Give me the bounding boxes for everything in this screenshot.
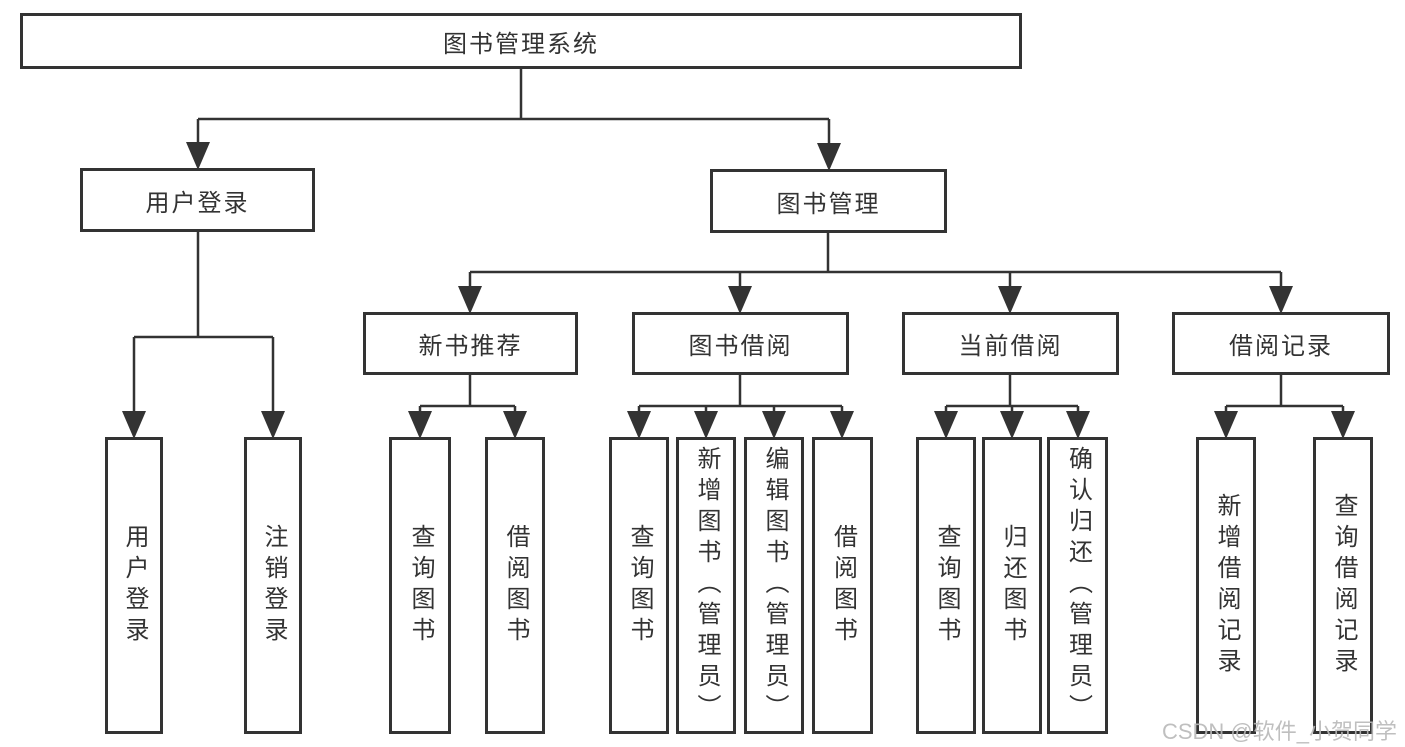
leaf-current-query-books: 查询图书 (916, 437, 976, 734)
node-library-management-system: 图书管理系统 (20, 13, 1022, 69)
leaf-records-add-record: 新增借阅记录 (1196, 437, 1256, 734)
leaf-user-login: 用户登录 (105, 437, 163, 734)
leaf-borrowing-add-books-admin: 新增图书（管理员） (676, 437, 736, 734)
leaf-newbook-query-books: 查询图书 (389, 437, 451, 734)
node-book-borrowing: 图书借阅 (632, 312, 849, 375)
leaf-current-return-books: 归还图书 (982, 437, 1042, 734)
leaf-records-query-record: 查询借阅记录 (1313, 437, 1373, 734)
leaf-borrowing-edit-books-admin: 编辑图书（管理员） (744, 437, 804, 734)
leaf-logout: 注销登录 (244, 437, 302, 734)
leaf-newbook-borrow-books: 借阅图书 (485, 437, 545, 734)
leaf-borrowing-query-books: 查询图书 (609, 437, 669, 734)
leaf-current-confirm-return-admin: 确认归还（管理员） (1047, 437, 1108, 734)
leaf-borrowing-borrow-books: 借阅图书 (812, 437, 873, 734)
node-current-borrowing: 当前借阅 (902, 312, 1119, 375)
node-new-book-recommend: 新书推荐 (363, 312, 578, 375)
node-borrowing-records: 借阅记录 (1172, 312, 1390, 375)
node-user-login: 用户登录 (80, 168, 315, 232)
csdn-watermark: CSDN @软件_小贺同学 (1161, 719, 1397, 744)
arrowheads (122, 142, 1355, 439)
node-book-management: 图书管理 (710, 169, 947, 233)
